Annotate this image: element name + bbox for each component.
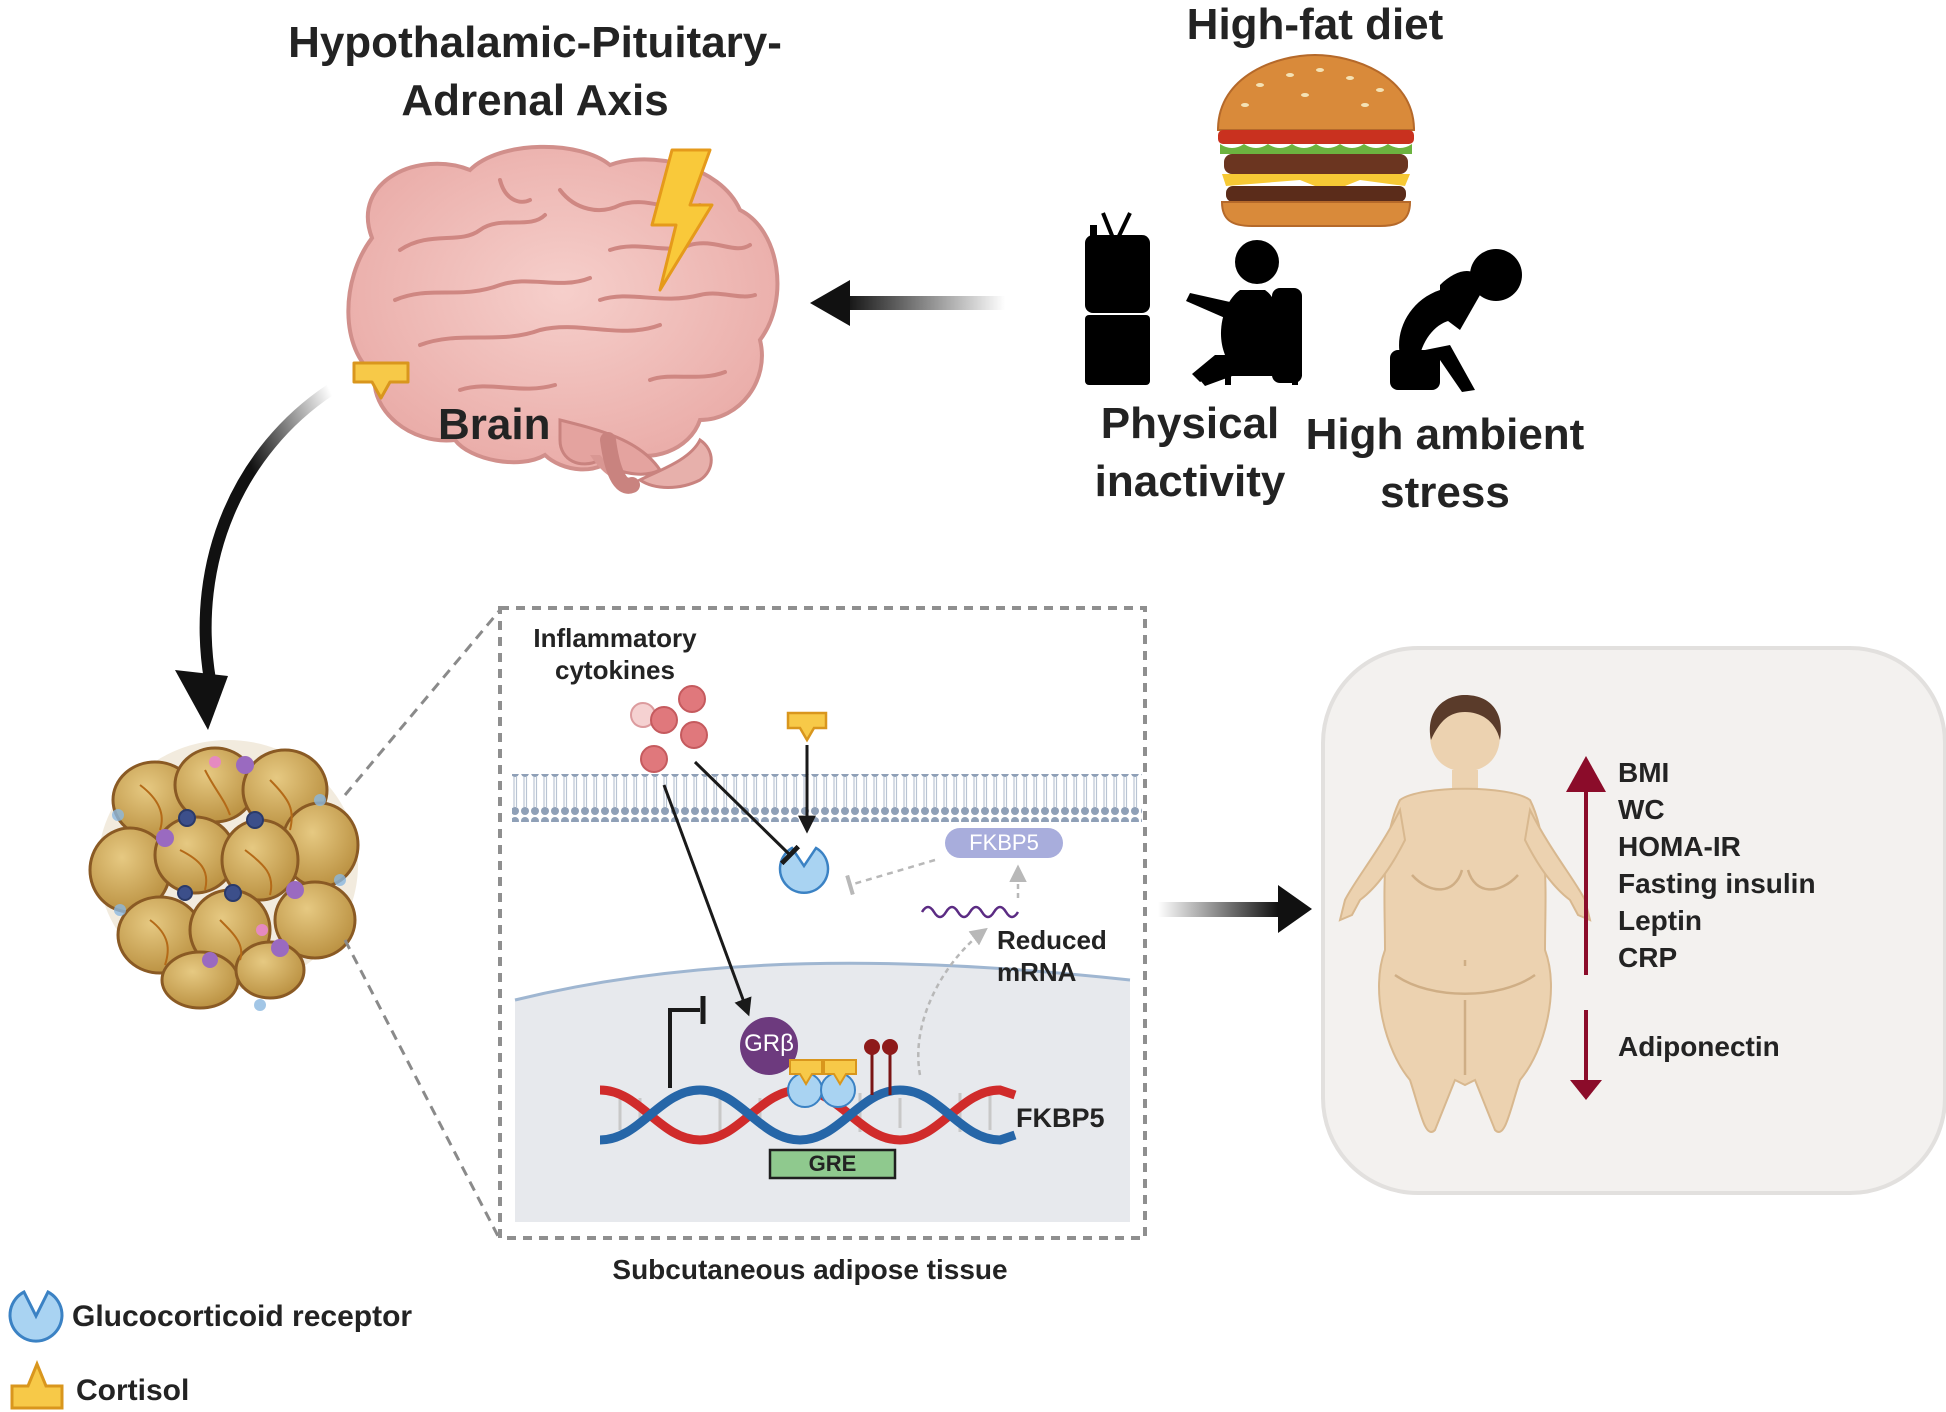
zoom-line-bottom [343,939,502,1241]
inhibition-fkbp5-receptor [845,858,936,896]
cortisol-icon [786,711,828,743]
gre-label: GRE [808,1151,857,1176]
outcome-leptin: Leptin [1618,905,1702,936]
gr-beta-label: GRβ [744,1030,794,1057]
fkbp5-protein-label: FKBP5 [969,830,1039,855]
hpa-axis-title: Hypothalamic-Pituitary-Adrenal Axis [288,18,782,125]
promoter-inhibition-icon [668,1008,700,1088]
methylation-marks [864,1039,898,1095]
arrow-to-outcomes [1158,885,1312,933]
gr-beta [740,1017,798,1075]
physical-inactivity-label: Physical inactivity [1094,399,1286,506]
decrease-arrow [1570,1010,1602,1100]
inflammatory-cytokines-label: Inflammatory cytokines [533,623,697,685]
outcome-adiponectin: Adiponectin [1618,1031,1780,1062]
stressed-person-icon [1390,249,1522,392]
high-fat-diet-label: High-fat diet [1186,0,1444,49]
fkbp5-protein [945,828,1063,858]
glucocorticoid-receptor-icon [8,1289,64,1343]
adipose-cluster [88,740,360,1011]
mrna-strand [920,905,1020,919]
arrow-to-adipose [175,385,334,730]
tv-couch-person-icon [1085,212,1302,386]
outcome-homa-ir: HOMA-IR [1618,831,1741,862]
stress-lightning-icon [650,148,714,292]
cortisol-icon [352,361,410,400]
obese-person-illustration [1338,695,1592,1133]
brain-label: Brain [438,400,551,449]
cell-panel [498,606,1147,1240]
legend-cortisol-label: Cortisol [76,1374,190,1407]
tissue-caption: Subcutaneous adipose tissue [612,1254,1008,1285]
brain-illustration [346,144,780,494]
arrow-to-brain [810,280,1005,326]
cytokine-cluster [630,685,708,773]
legend-receptor-label: Glucocorticoid receptor [72,1300,413,1333]
cortisol-icon [10,1360,64,1410]
fkbp5-gene-label: FKBP5 [1016,1103,1105,1133]
increased-outcomes-list: BMI WC HOMA-IR Fasting insulin Leptin CR… [1618,756,1816,975]
arrow-gene-to-mrna [917,927,988,1076]
zoom-line-top [343,609,502,796]
arrow-cytokine-to-grbeta [662,784,752,1017]
increase-arrow [1566,756,1606,975]
gr-dimer-complex [787,1059,857,1108]
high-ambient-stress-label: High ambient stress [1305,410,1585,517]
outcome-fasting-insulin: Fasting insulin [1618,868,1816,899]
reduced-mrna-label: Reduced mRNA [997,925,1107,987]
outcome-crp: CRP [1618,942,1678,973]
outcome-bmi: BMI [1618,757,1670,788]
burger-icon [1216,53,1416,227]
outcome-wc: WC [1618,794,1665,825]
gre-box [768,1148,897,1180]
inhibition-cytokine-receptor [693,760,801,866]
